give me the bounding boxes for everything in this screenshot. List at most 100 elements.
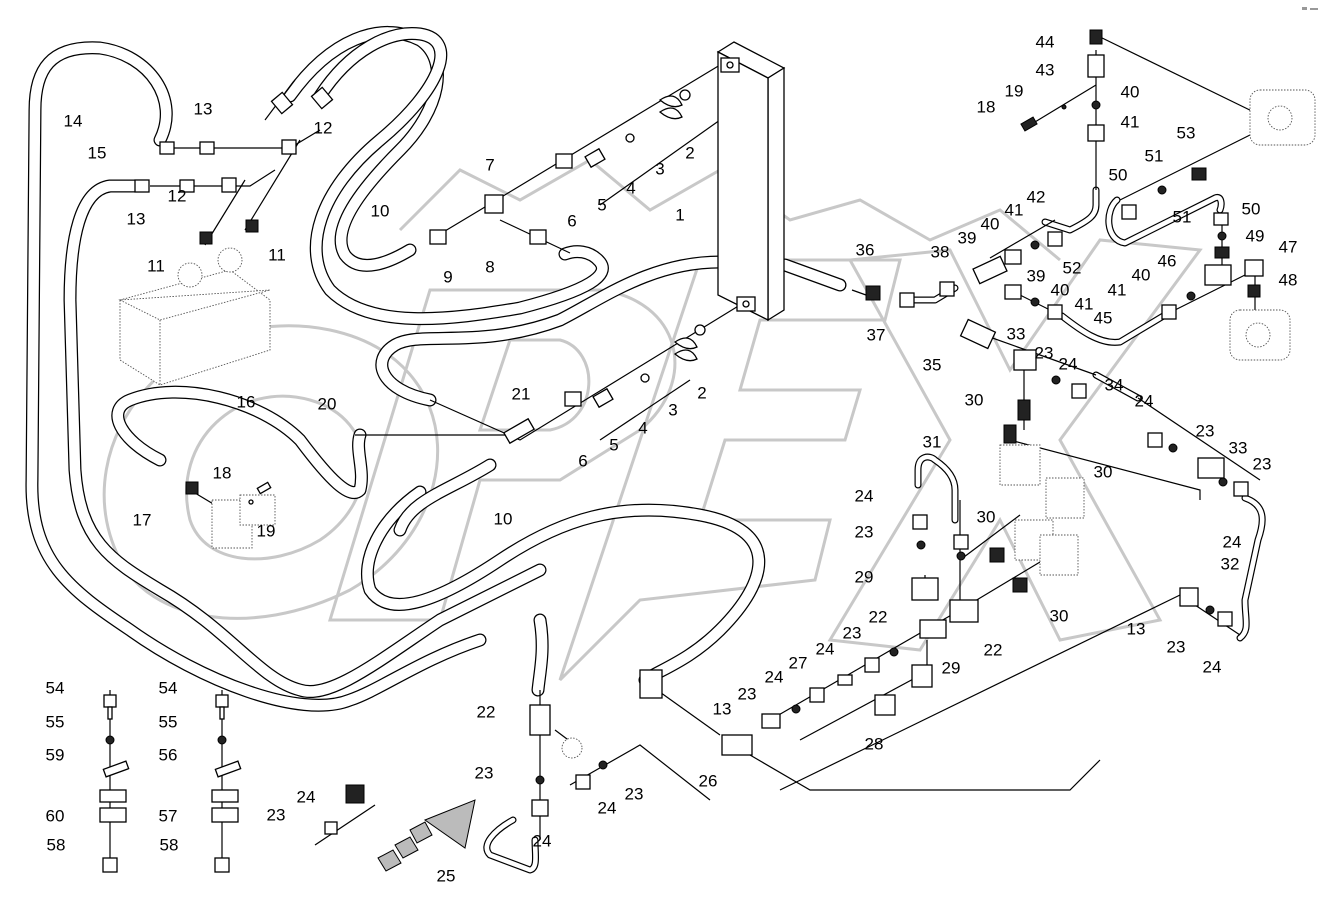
callout-40: 40 (1051, 280, 1070, 299)
callout-23: 23 (475, 763, 494, 782)
callout-23: 23 (855, 522, 874, 541)
callout-23: 23 (843, 623, 862, 642)
callout-23: 23 (1196, 421, 1215, 440)
callout-23: 23 (1035, 343, 1054, 362)
fittings (99, 29, 1264, 873)
callout-46: 46 (1158, 251, 1177, 270)
callout-41: 41 (1121, 112, 1140, 131)
watermark-letter-e (558, 258, 902, 682)
callout-13: 13 (1127, 619, 1146, 638)
callout-24: 24 (297, 787, 316, 806)
ghost-components (118, 89, 1316, 759)
callout-24: 24 (1223, 532, 1242, 551)
corner-mark (1302, 7, 1318, 10)
callout-51: 51 (1173, 207, 1192, 226)
callout-58: 58 (47, 835, 66, 854)
callout-27: 27 (789, 653, 808, 672)
callout-30: 30 (1094, 462, 1113, 481)
callout-6: 6 (578, 451, 587, 470)
solenoid-valves (999, 444, 1085, 576)
callout-37: 37 (867, 325, 886, 344)
callout-10: 10 (371, 201, 390, 220)
callout-30: 30 (1050, 606, 1069, 625)
callout-39: 39 (1027, 266, 1046, 285)
callout-26: 26 (699, 771, 718, 790)
callout-20: 20 (318, 394, 337, 413)
callout-55: 55 (159, 712, 178, 731)
hydraulic-tank (118, 247, 271, 386)
callout-33: 33 (1007, 324, 1026, 343)
callout-29: 29 (942, 658, 961, 677)
callout-40: 40 (1132, 265, 1151, 284)
callout-4: 4 (626, 178, 635, 197)
callout-41: 41 (1108, 280, 1127, 299)
fitting-group-cooler-top (134, 86, 706, 505)
callout-13: 13 (127, 209, 146, 228)
callout-16: 16 (237, 392, 256, 411)
callout-21: 21 (512, 384, 531, 403)
callout-24: 24 (533, 831, 552, 850)
callout-3: 3 (655, 159, 664, 178)
watermark-letter-x (827, 238, 1203, 652)
callout-57: 57 (159, 806, 178, 825)
hoses (25, 25, 847, 712)
callout-50: 50 (1109, 165, 1128, 184)
callout-18: 18 (213, 463, 232, 482)
callout-48: 48 (1279, 270, 1298, 289)
callout-13: 13 (713, 699, 732, 718)
callout-10: 10 (494, 509, 513, 528)
callout-23: 23 (738, 684, 757, 703)
callout-38: 38 (931, 242, 950, 261)
callout-17: 17 (133, 510, 152, 529)
callout-12: 12 (314, 118, 333, 137)
callout-29: 29 (855, 567, 874, 586)
callout-40: 40 (981, 214, 1000, 233)
callout-2: 2 (697, 383, 706, 402)
clamp-group-right (211, 694, 242, 873)
pipe-31 (914, 453, 959, 524)
valve-block-left (211, 494, 276, 549)
hose-to-cooler (375, 255, 727, 407)
callout-36: 36 (856, 240, 875, 259)
callout-44: 44 (1036, 32, 1055, 51)
callout-34: 34 (1105, 375, 1124, 394)
callout-31: 31 (923, 432, 942, 451)
callout-50: 50 (1242, 199, 1261, 218)
callout-11: 11 (268, 245, 286, 264)
callout-9: 9 (443, 267, 452, 286)
callout-58: 58 (160, 835, 179, 854)
callout-24: 24 (765, 667, 784, 686)
callout-24: 24 (816, 639, 835, 658)
callout-6: 6 (567, 211, 576, 230)
pump-right (1229, 309, 1291, 361)
callout-30: 30 (965, 390, 984, 409)
callout-24: 24 (855, 486, 874, 505)
callout-22: 22 (477, 702, 496, 721)
callout-28: 28 (865, 734, 884, 753)
callout-23: 23 (267, 805, 286, 824)
callout-24: 24 (598, 798, 617, 817)
fitting-group-bottom (324, 514, 1233, 835)
callout-60: 60 (46, 806, 65, 825)
callout-18: 18 (977, 97, 996, 116)
callout-45: 45 (1094, 308, 1113, 327)
callout-19: 19 (1005, 81, 1024, 100)
callout-41: 41 (1075, 294, 1094, 313)
callout-40: 40 (1121, 82, 1140, 101)
callout-23: 23 (1167, 637, 1186, 656)
callout-25: 25 (437, 866, 456, 885)
pump-top-right (1249, 89, 1316, 146)
callout-8: 8 (485, 257, 494, 276)
callout-49: 49 (1246, 226, 1265, 245)
callout-24: 24 (1135, 391, 1154, 410)
callout-35: 35 (923, 355, 942, 374)
callout-53: 53 (1177, 123, 1196, 142)
callout-39: 39 (958, 228, 977, 247)
callout-23: 23 (1253, 454, 1272, 473)
oil-cooler (716, 41, 786, 322)
callout-56: 56 (159, 745, 178, 764)
callout-14: 14 (64, 111, 83, 130)
clamp-group-left (99, 694, 130, 873)
